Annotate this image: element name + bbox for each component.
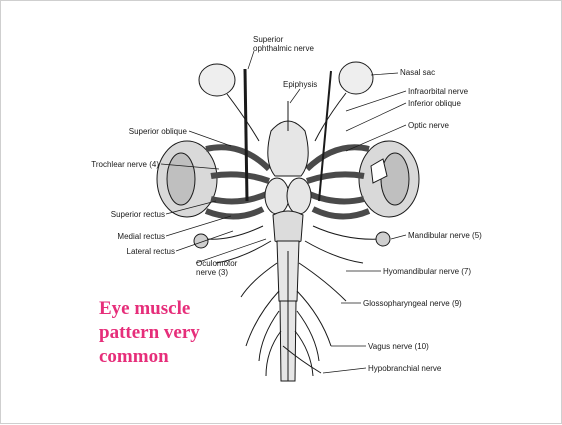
caption: Eye muscle pattern very common [99, 297, 249, 369]
label-mandibular-nerve: Mandibular nerve (5) [408, 231, 482, 240]
label-superior-rectus: Superior rectus [93, 210, 165, 219]
label-trochlear-nerve: Trochlear nerve (4) [69, 160, 159, 169]
label-optic-nerve: Optic nerve [408, 121, 449, 130]
optic-lobe-left [265, 178, 289, 214]
label-medial-rectus: Medial rectus [105, 232, 165, 241]
label-inferior-oblique: Inferior oblique [408, 99, 461, 108]
label-superior-ophthalmic-nerve: Superior ophthalmic nerve [253, 35, 323, 53]
nasal-sac-left [199, 64, 235, 96]
label-epiphysis: Epiphysis [283, 80, 317, 89]
label-oculomotor-nerve: Oculomotor nerve (3) [196, 259, 254, 277]
label-nasal-sac: Nasal sac [400, 68, 435, 77]
label-hypobranchial-nerve: Hypobranchial nerve [368, 364, 441, 373]
label-glossopharyngeal-nerve: Glossopharyngeal nerve (9) [363, 299, 462, 308]
label-vagus-nerve: Vagus nerve (10) [368, 342, 429, 351]
label-hyomandibular-nerve: Hyomandibular nerve (7) [383, 267, 471, 276]
optic-lobe-right [287, 178, 311, 214]
label-lateral-rectus: Lateral rectus [113, 247, 175, 256]
label-infraorbital-nerve: Infraorbital nerve [408, 87, 468, 96]
label-superior-oblique: Superior oblique [101, 127, 187, 136]
cerebellum [273, 211, 303, 245]
nasal-sac-right [339, 62, 373, 94]
